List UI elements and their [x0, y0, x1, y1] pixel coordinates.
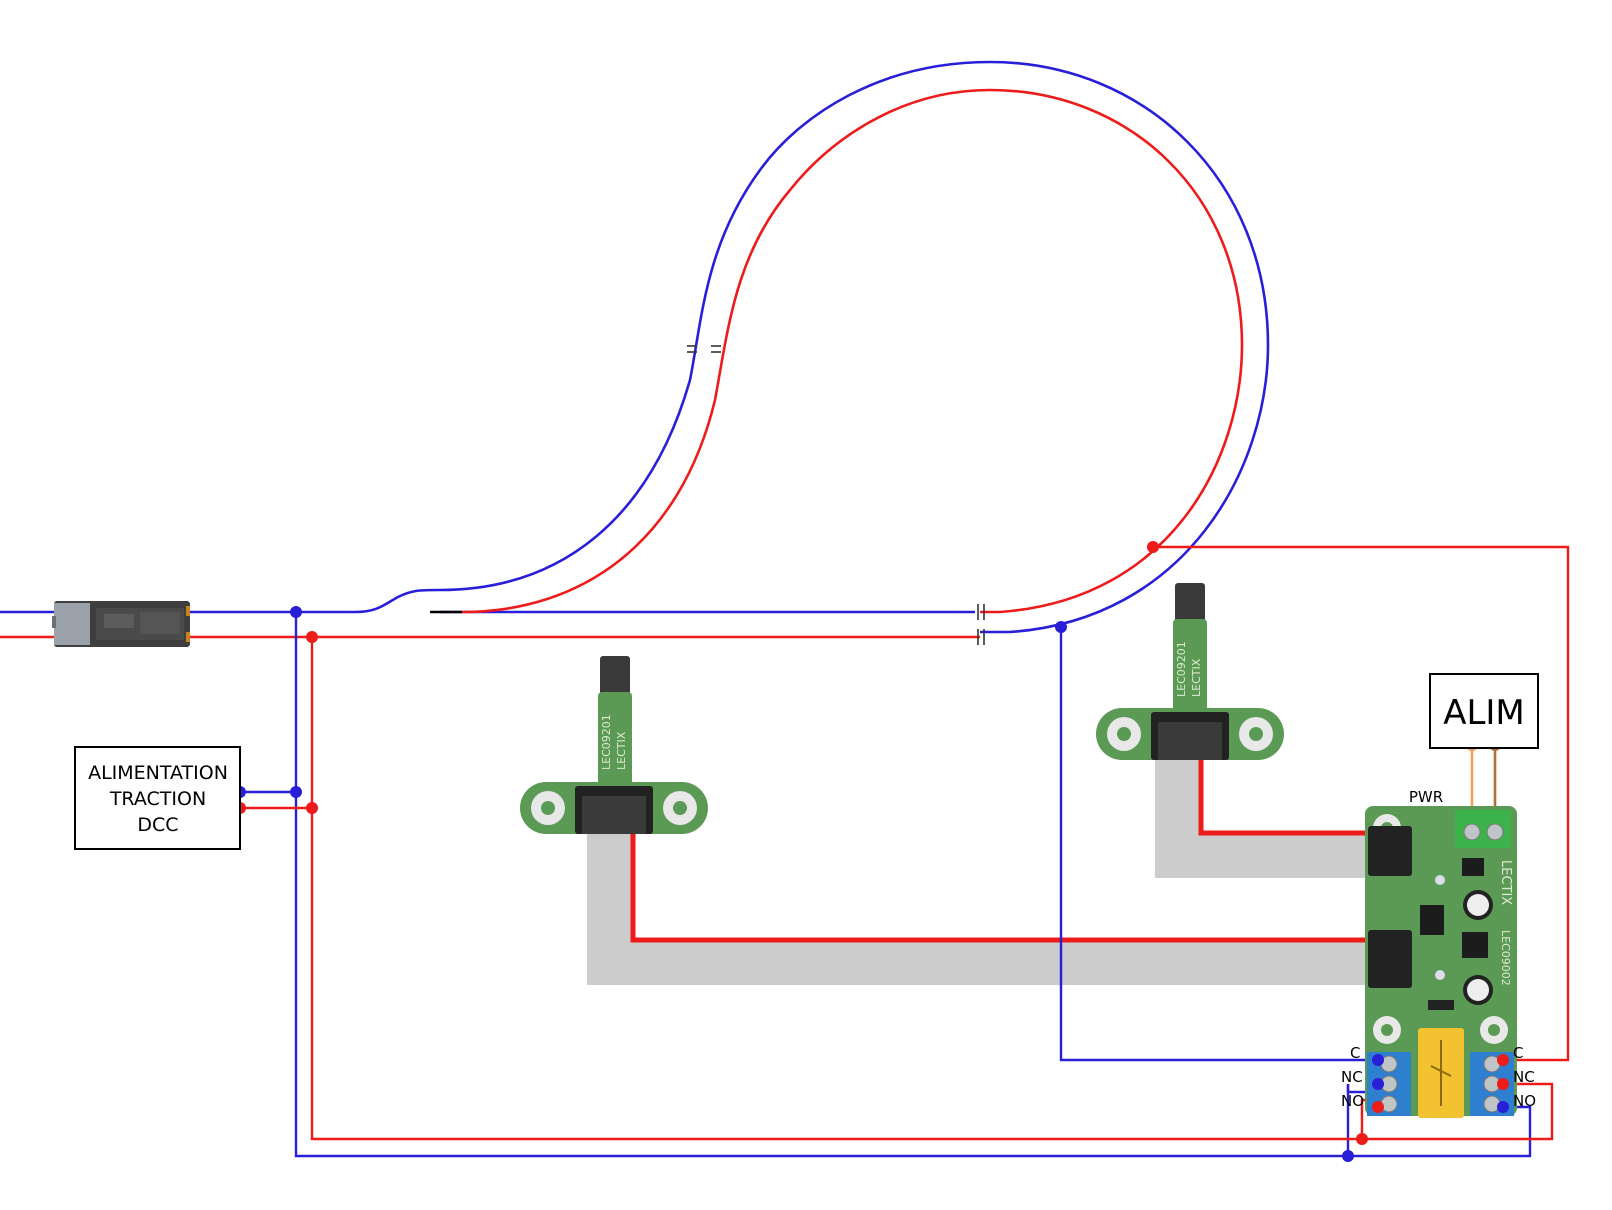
sensor-board-2: LEC09201 LECTIX — [1096, 583, 1284, 760]
track-blue-rail — [0, 60, 1270, 634]
alim-box: ALIM — [1429, 673, 1539, 749]
dcc-power-box: ALIMENTATION TRACTION DCC — [74, 746, 241, 850]
sensor-2-brand: LECTIX — [1190, 658, 1203, 697]
sensor-1-brand: LECTIX — [615, 731, 628, 770]
left-no-label: NO — [1341, 1092, 1364, 1110]
left-nc-label: NC — [1341, 1068, 1363, 1086]
blue-feeder-wires — [240, 612, 1532, 1158]
left-c-label: C — [1350, 1044, 1360, 1062]
locomotive — [52, 601, 190, 647]
relay-brand: LECTIX — [1498, 860, 1513, 905]
sensor-2-part: LEC09201 — [1175, 641, 1188, 697]
pwr-label: PWR — [1409, 788, 1443, 806]
relay-terminal-dots — [1372, 1054, 1509, 1113]
dcc-power-line2: TRACTION — [109, 788, 206, 810]
right-no-label: NO — [1513, 1092, 1536, 1110]
right-nc-label: NC — [1513, 1068, 1535, 1086]
sensor-cable-1 — [587, 795, 1410, 985]
sensor-cable-2 — [1155, 725, 1410, 878]
dcc-power-line3: DCC — [137, 814, 178, 836]
insulated-joints — [687, 345, 985, 645]
track-red-rail — [0, 88, 1244, 639]
sensor-board-1: LEC09201 LECTIX — [520, 656, 708, 834]
alim-label: ALIM — [1443, 693, 1525, 733]
relay-part: LEC09002 — [1499, 930, 1512, 986]
sensor-1-part: LEC09201 — [600, 714, 613, 770]
relay-module: LEC09002 LECTIX — [1365, 806, 1517, 1118]
dcc-power-line1: ALIMENTATION — [88, 762, 228, 784]
right-c-label: C — [1513, 1044, 1523, 1062]
